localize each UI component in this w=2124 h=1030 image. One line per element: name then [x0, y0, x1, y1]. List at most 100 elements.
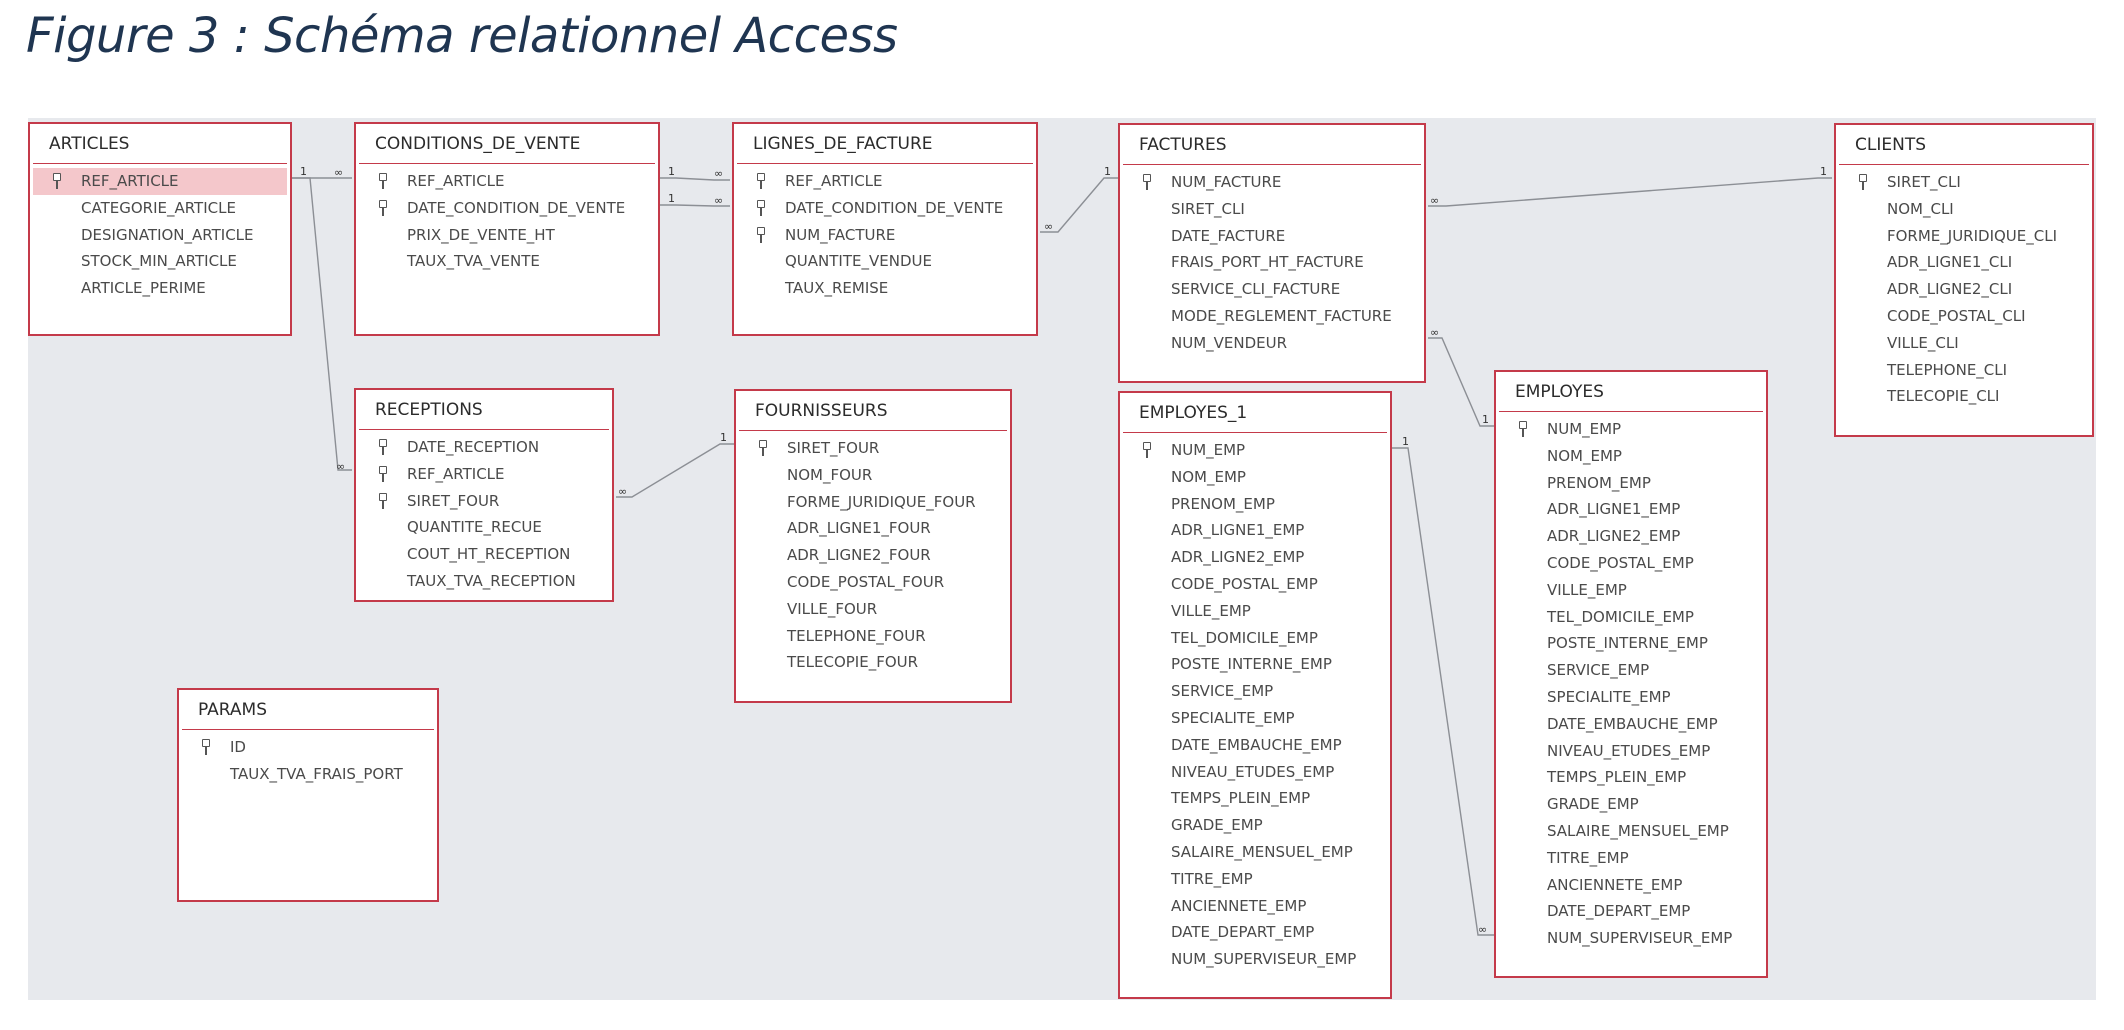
field-row[interactable]: TELEPHONE_CLI: [1839, 357, 2089, 384]
field-row[interactable]: ARTICLE_PERIME: [33, 275, 287, 302]
field-row[interactable]: TEL_DOMICILE_EMP: [1499, 604, 1763, 631]
field-row[interactable]: DATE_EMBAUCHE_EMP: [1123, 732, 1387, 759]
table-title: PARAMS: [182, 690, 434, 730]
field-row[interactable]: CODE_POSTAL_CLI: [1839, 303, 2089, 330]
field-row[interactable]: SIRET_CLI: [1123, 196, 1421, 223]
field-row[interactable]: VILLE_EMP: [1499, 577, 1763, 604]
table-params[interactable]: PARAMS ID TAUX_TVA_FRAIS_PORT: [177, 688, 439, 902]
field-row[interactable]: FRAIS_PORT_HT_FACTURE: [1123, 249, 1421, 276]
field-row[interactable]: ADR_LIGNE2_EMP: [1499, 523, 1763, 550]
field-name: SIRET_CLI: [1887, 173, 1961, 191]
field-row[interactable]: COUT_HT_RECEPTION: [359, 541, 609, 568]
field-row[interactable]: DATE_CONDITION_DE_VENTE: [359, 195, 655, 222]
field-row[interactable]: NUM_SUPERVISEUR_EMP: [1123, 946, 1387, 973]
field-row[interactable]: SIRET_FOUR: [359, 488, 609, 515]
field-row[interactable]: TAUX_TVA_RECEPTION: [359, 568, 609, 595]
field-row[interactable]: SERVICE_EMP: [1123, 678, 1387, 705]
field-row[interactable]: NUM_SUPERVISEUR_EMP: [1499, 925, 1763, 952]
field-row[interactable]: REF_ARTICLE: [737, 168, 1033, 195]
field-row[interactable]: REF_ARTICLE: [33, 168, 287, 195]
field-row[interactable]: FORME_JURIDIQUE_FOUR: [739, 489, 1007, 516]
field-row[interactable]: NOM_FOUR: [739, 462, 1007, 489]
field-row[interactable]: TEMPS_PLEIN_EMP: [1123, 785, 1387, 812]
field-name: ID: [230, 738, 246, 756]
field-row[interactable]: SALAIRE_MENSUEL_EMP: [1499, 818, 1763, 845]
field-row[interactable]: QUANTITE_VENDUE: [737, 248, 1033, 275]
field-row[interactable]: DATE_DEPART_EMP: [1123, 919, 1387, 946]
field-row[interactable]: VILLE_FOUR: [739, 596, 1007, 623]
field-row[interactable]: SIRET_CLI: [1839, 169, 2089, 196]
field-row[interactable]: NUM_FACTURE: [1123, 169, 1421, 196]
field-row[interactable]: TELECOPIE_FOUR: [739, 649, 1007, 676]
field-row[interactable]: SPECIALITE_EMP: [1123, 705, 1387, 732]
field-row[interactable]: TITRE_EMP: [1499, 845, 1763, 872]
field-row[interactable]: NIVEAU_ETUDES_EMP: [1123, 759, 1387, 786]
field-row[interactable]: SERVICE_CLI_FACTURE: [1123, 276, 1421, 303]
field-row[interactable]: NUM_FACTURE: [737, 222, 1033, 249]
field-row[interactable]: DATE_RECEPTION: [359, 434, 609, 461]
field-row[interactable]: POSTE_INTERNE_EMP: [1123, 651, 1387, 678]
field-row[interactable]: NUM_EMP: [1123, 437, 1387, 464]
field-row[interactable]: ID: [182, 734, 434, 761]
field-row[interactable]: ADR_LIGNE2_CLI: [1839, 276, 2089, 303]
field-row[interactable]: DATE_FACTURE: [1123, 223, 1421, 250]
field-row[interactable]: ADR_LIGNE2_EMP: [1123, 544, 1387, 571]
field-row[interactable]: TEL_DOMICILE_EMP: [1123, 625, 1387, 652]
field-row[interactable]: TAUX_TVA_VENTE: [359, 248, 655, 275]
field-row[interactable]: DATE_DEPART_EMP: [1499, 898, 1763, 925]
field-row[interactable]: ADR_LIGNE1_CLI: [1839, 249, 2089, 276]
field-row[interactable]: MODE_REGLEMENT_FACTURE: [1123, 303, 1421, 330]
field-row[interactable]: NIVEAU_ETUDES_EMP: [1499, 738, 1763, 765]
field-row[interactable]: NUM_VENDEUR: [1123, 330, 1421, 357]
field-row[interactable]: SPECIALITE_EMP: [1499, 684, 1763, 711]
field-row[interactable]: REF_ARTICLE: [359, 168, 655, 195]
field-row[interactable]: VILLE_CLI: [1839, 330, 2089, 357]
field-row[interactable]: PRENOM_EMP: [1123, 491, 1387, 518]
field-row[interactable]: TAUX_REMISE: [737, 275, 1033, 302]
field-row[interactable]: CATEGORIE_ARTICLE: [33, 195, 287, 222]
field-row[interactable]: FORME_JURIDIQUE_CLI: [1839, 223, 2089, 250]
field-row[interactable]: TEMPS_PLEIN_EMP: [1499, 764, 1763, 791]
field-row[interactable]: NOM_EMP: [1123, 464, 1387, 491]
field-row[interactable]: TELEPHONE_FOUR: [739, 623, 1007, 650]
field-row[interactable]: NOM_CLI: [1839, 196, 2089, 223]
field-row[interactable]: PRENOM_EMP: [1499, 470, 1763, 497]
field-row[interactable]: ADR_LIGNE1_EMP: [1499, 496, 1763, 523]
field-row[interactable]: DESIGNATION_ARTICLE: [33, 222, 287, 249]
field-row[interactable]: POSTE_INTERNE_EMP: [1499, 630, 1763, 657]
field-row[interactable]: STOCK_MIN_ARTICLE: [33, 248, 287, 275]
field-row[interactable]: CODE_POSTAL_EMP: [1123, 571, 1387, 598]
field-row[interactable]: REF_ARTICLE: [359, 461, 609, 488]
field-row[interactable]: GRADE_EMP: [1499, 791, 1763, 818]
field-row[interactable]: ANCIENNETE_EMP: [1499, 872, 1763, 899]
field-row[interactable]: GRADE_EMP: [1123, 812, 1387, 839]
field-row[interactable]: ANCIENNETE_EMP: [1123, 893, 1387, 920]
field-row[interactable]: SERVICE_EMP: [1499, 657, 1763, 684]
field-row[interactable]: TELECOPIE_CLI: [1839, 383, 2089, 410]
field-row[interactable]: CODE_POSTAL_FOUR: [739, 569, 1007, 596]
field-row[interactable]: QUANTITE_RECUE: [359, 514, 609, 541]
field-row[interactable]: DATE_EMBAUCHE_EMP: [1499, 711, 1763, 738]
field-row[interactable]: VILLE_EMP: [1123, 598, 1387, 625]
field-row[interactable]: NUM_EMP: [1499, 416, 1763, 443]
field-row[interactable]: TITRE_EMP: [1123, 866, 1387, 893]
field-row[interactable]: ADR_LIGNE1_EMP: [1123, 517, 1387, 544]
field-row[interactable]: DATE_CONDITION_DE_VENTE: [737, 195, 1033, 222]
field-row[interactable]: PRIX_DE_VENTE_HT: [359, 222, 655, 249]
field-row[interactable]: ADR_LIGNE1_FOUR: [739, 515, 1007, 542]
field-row[interactable]: ADR_LIGNE2_FOUR: [739, 542, 1007, 569]
field-row[interactable]: NOM_EMP: [1499, 443, 1763, 470]
field-row[interactable]: CODE_POSTAL_EMP: [1499, 550, 1763, 577]
field-row[interactable]: SIRET_FOUR: [739, 435, 1007, 462]
field-row[interactable]: SALAIRE_MENSUEL_EMP: [1123, 839, 1387, 866]
field-row[interactable]: TAUX_TVA_FRAIS_PORT: [182, 761, 434, 788]
